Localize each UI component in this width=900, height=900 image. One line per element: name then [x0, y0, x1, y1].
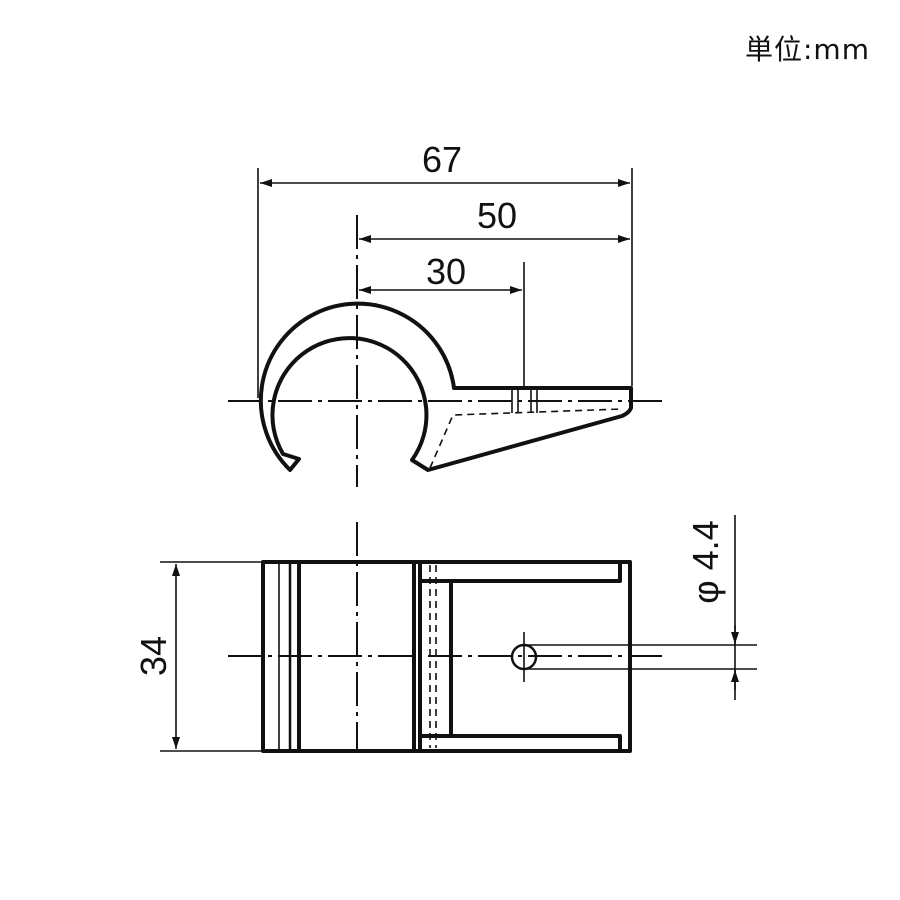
dim-label-50: 50: [477, 195, 517, 236]
dim-label-34: 34: [133, 636, 174, 676]
top-view: 67 50 30: [228, 139, 662, 487]
dim-label-30: 30: [426, 251, 466, 292]
body-outline: [261, 560, 632, 753]
front-view: φ 4.4 34: [133, 515, 757, 753]
unit-label: 単位:mm: [745, 33, 870, 66]
dim-label-67: 67: [422, 139, 462, 180]
arm-hidden-line: [429, 408, 623, 469]
clamp-outline: [258, 301, 633, 472]
hole-dim-label: φ 4.4: [685, 520, 726, 603]
inner-frame: [418, 562, 622, 751]
